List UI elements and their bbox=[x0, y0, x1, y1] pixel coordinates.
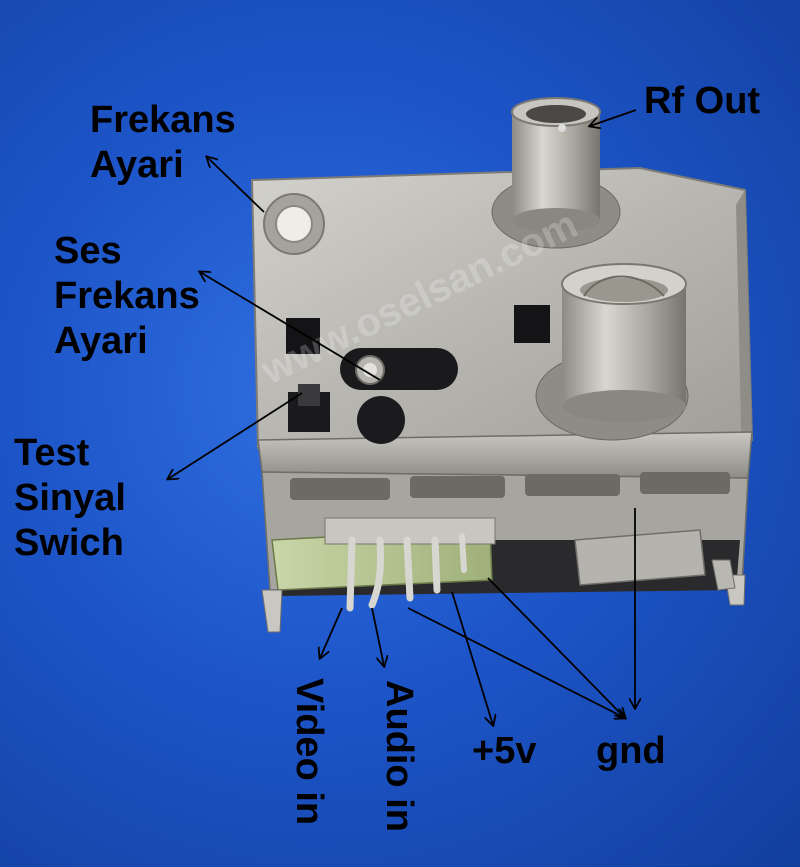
arrow-frekans-ayari bbox=[207, 157, 265, 213]
rf-in-connector bbox=[535, 263, 689, 441]
label-line: Test bbox=[14, 432, 90, 474]
label-line: Ayari bbox=[90, 143, 184, 186]
frekans-adjust-screw bbox=[263, 193, 325, 255]
label-video-in: Video in bbox=[288, 678, 330, 826]
label-audio-in: Audio in bbox=[378, 680, 420, 832]
square-hole-left bbox=[286, 318, 320, 354]
label-line: Frekans bbox=[90, 99, 236, 141]
arrow-gnd-2 bbox=[487, 577, 625, 718]
label-test-sinyal-swich: Test Sinyal Swich bbox=[14, 431, 126, 565]
arrow-test-switch bbox=[168, 392, 303, 479]
arrow-ses-frekans bbox=[200, 272, 381, 381]
label-frekans-ayari: Frekans Ayari bbox=[90, 98, 236, 188]
arrow-audio-in bbox=[371, 607, 384, 666]
label-gnd: gnd bbox=[596, 730, 666, 772]
test-switch bbox=[288, 384, 330, 432]
label-line: Frekans bbox=[54, 274, 200, 317]
arrow-gnd-1 bbox=[407, 607, 625, 718]
arrow-rf-out bbox=[590, 109, 637, 126]
label-line: Ses bbox=[54, 230, 122, 272]
annotation-arrows bbox=[168, 109, 637, 725]
mounting-legs bbox=[261, 559, 746, 633]
arrow-plus-5v bbox=[451, 591, 493, 725]
rf-out-connector bbox=[491, 97, 621, 249]
label-line: Ayari bbox=[54, 319, 148, 362]
label-line: Swich bbox=[14, 521, 124, 564]
label-rf-out: Rf Out bbox=[644, 80, 761, 122]
label-ses-frekans-ayari: Ses Frekans Ayari bbox=[54, 229, 200, 363]
label-line: Sinyal bbox=[14, 476, 126, 519]
pin-header bbox=[271, 517, 496, 612]
label-plus-5v: +5v bbox=[472, 730, 537, 772]
square-hole-right bbox=[514, 305, 550, 343]
ses-frekans-slot bbox=[340, 348, 458, 390]
arrow-video-in bbox=[320, 607, 343, 658]
round-hole bbox=[357, 396, 405, 444]
